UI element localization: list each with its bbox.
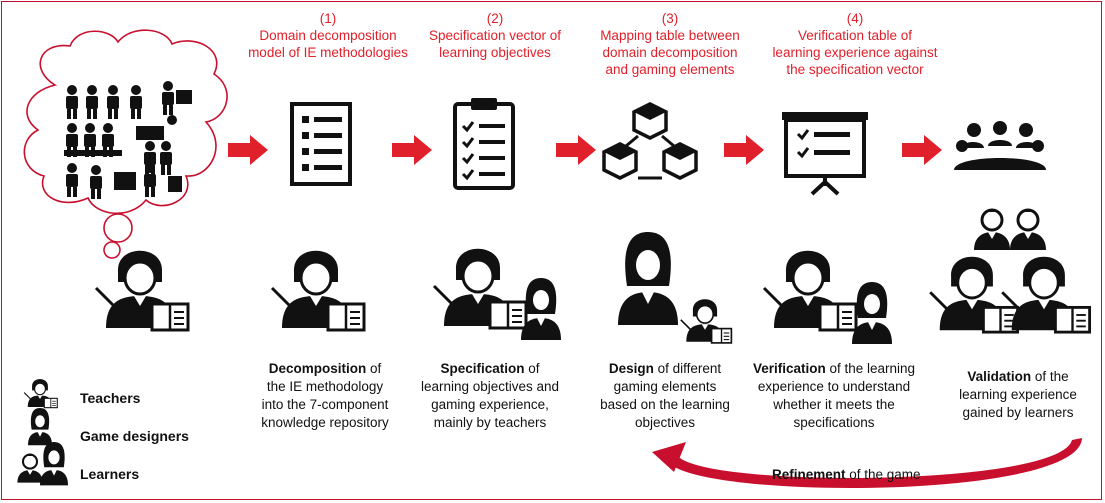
checklist-icon xyxy=(290,102,352,186)
cubes-network-icon xyxy=(602,102,698,180)
clipboard-checklist-icon xyxy=(453,98,515,190)
step-verification-text: Verification of the learning experience … xyxy=(752,361,916,430)
caption-domain-decomposition: (1) Domain decomposition model of IE met… xyxy=(248,11,408,60)
teacher-icon xyxy=(679,298,733,344)
right-arrow-icon xyxy=(556,135,596,165)
meeting-group-icon xyxy=(954,121,1046,170)
learner-icon xyxy=(972,207,1012,252)
game-designer-icon xyxy=(521,278,561,340)
game-designer-icon xyxy=(28,408,52,446)
teacher-icon xyxy=(94,249,190,332)
curved-arrow-icon xyxy=(652,438,1082,489)
caption-verification-table: (4) Verification table of learning exper… xyxy=(772,11,938,77)
game-designer-icon xyxy=(852,282,892,344)
legend-learners-label: Learners xyxy=(80,466,140,482)
teacher-icon xyxy=(23,378,58,409)
people-thought-cloud xyxy=(23,29,228,259)
step-validation-text: Validation of the learning experience ga… xyxy=(959,369,1077,420)
right-arrow-icon xyxy=(392,135,432,165)
presentation-board-icon xyxy=(782,112,868,196)
step-design-text: Design of different gaming elements base… xyxy=(600,361,730,430)
right-arrow-icon xyxy=(228,135,268,165)
caption-mapping-table: (3) Mapping table between domain decompo… xyxy=(600,11,740,77)
learner-icon xyxy=(40,442,68,486)
step-specification-text: Specification of learning objectives and… xyxy=(420,361,560,430)
teacher-icon xyxy=(270,249,366,332)
teacher-icon xyxy=(1000,255,1092,334)
step-decomposition-text: Decomposition of the IE methodology into… xyxy=(261,361,389,430)
teacher-icon xyxy=(432,247,528,330)
legend-game-designers-label: Game designers xyxy=(80,428,189,444)
learner-icon xyxy=(16,452,44,484)
refinement-label: Refinement of the game xyxy=(772,467,921,482)
right-arrow-icon xyxy=(724,135,764,165)
right-arrow-icon xyxy=(902,135,942,165)
legend-teachers-label: Teachers xyxy=(80,390,141,406)
caption-specification-vector: (2) Specification vector of learning obj… xyxy=(428,11,562,60)
learner-icon xyxy=(1008,207,1048,252)
game-designer-icon xyxy=(618,232,678,325)
teacher-icon xyxy=(762,249,858,332)
